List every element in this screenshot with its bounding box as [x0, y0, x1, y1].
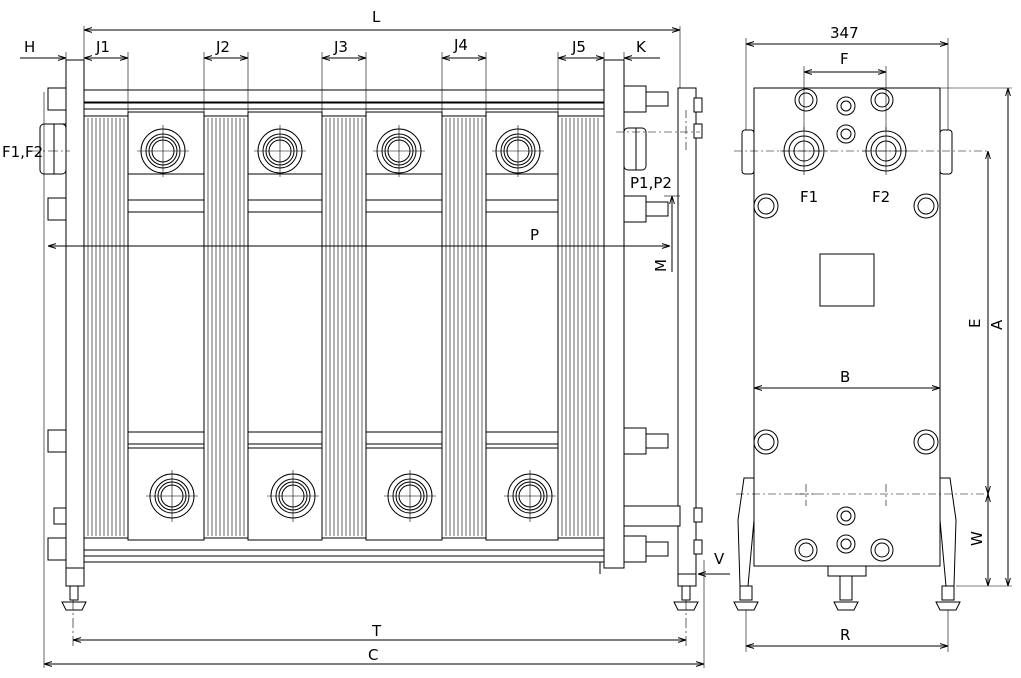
dim-label-p: P: [530, 226, 539, 244]
dim-label-f: F: [840, 50, 849, 68]
dim-label-e: E: [966, 319, 984, 328]
dim-label-b: B: [840, 368, 850, 386]
fixed-frame-plate: [65, 59, 85, 569]
dim-label-j3: J3: [333, 38, 348, 56]
top-port-flanges: [137, 125, 544, 177]
dim-label-m: M: [652, 259, 670, 272]
nameplate: [819, 253, 875, 307]
dim-label-c: C: [368, 646, 378, 664]
extension-lines: [43, 26, 705, 668]
side-extension-lines: [745, 38, 1012, 652]
frame-plate-body: [753, 87, 941, 567]
dim-label-l: L: [372, 8, 381, 26]
bottom-bracket: [827, 565, 867, 577]
port-label-f1: F1: [800, 188, 818, 206]
side-feet: [733, 477, 961, 611]
dim-label-k: K: [636, 38, 647, 56]
dim-label-j1: J1: [95, 38, 110, 56]
dim-label-j4: J4: [453, 36, 468, 54]
right-side-lug: [939, 129, 953, 175]
support-column: [677, 87, 697, 575]
front-dimension-lines: [20, 30, 730, 664]
dim-label-t: T: [371, 622, 382, 640]
dim-label-h: H: [24, 38, 35, 56]
inlet-label: F1,F2: [2, 143, 43, 161]
side-dimension-lines: [746, 44, 1008, 646]
dim-label-r: R: [840, 626, 850, 644]
front-view: L H J1 J2 J3 J4 J5 K P M V T C F1,F2 P1,…: [2, 8, 730, 668]
plate-pack: [83, 115, 605, 539]
front-feet: [61, 562, 699, 611]
dim-label-v: V: [714, 550, 725, 568]
port-label-f2: F2: [872, 188, 890, 206]
dim-label-j2: J2: [215, 38, 230, 56]
inlet-nozzle: [39, 123, 67, 175]
side-view: 347 F F1 F2 B E A W R: [733, 24, 1012, 652]
dim-label-a: A: [988, 319, 1006, 330]
bottom-port-flanges: [146, 470, 556, 522]
outlet-nozzle: [623, 127, 647, 171]
side-centre-lines: [734, 150, 990, 506]
left-side-lug: [741, 129, 755, 175]
dim-label-width: 347: [830, 24, 859, 42]
pressure-plate: [603, 59, 625, 569]
side-bolts: [753, 88, 939, 562]
dim-label-j5: J5: [571, 38, 586, 56]
dim-label-w: W: [968, 531, 986, 546]
right-bolt-nuts: [623, 85, 703, 563]
outlet-label: P1,P2: [630, 174, 672, 192]
